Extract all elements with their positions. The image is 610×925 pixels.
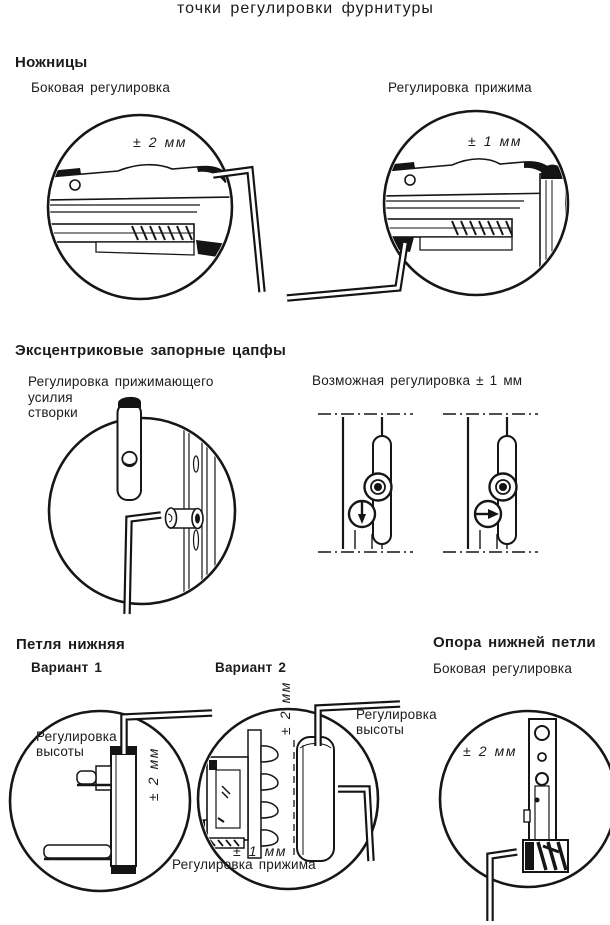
sash-force-label-line3: створки <box>28 405 78 420</box>
hinge-support-diagram <box>438 709 610 921</box>
allen-key-icon <box>286 242 409 302</box>
scissors-side-tolerance: ± 2 мм <box>133 134 188 150</box>
allen-key-icon <box>338 785 375 862</box>
v2-pressure-label: Регулировка прижима <box>172 857 316 872</box>
v1-height-label-line1: Регулировка <box>36 729 117 744</box>
scissors-heading: Ножницы <box>15 54 88 71</box>
scissors-pressure-diagram <box>286 109 570 302</box>
scissors-side-diagram <box>46 113 266 301</box>
sash-force-label-line2: усилия <box>28 390 73 405</box>
possible-adjustment-label: Возможная регулировка ± 1 мм <box>312 373 523 388</box>
v1-height-label-line2: высоты <box>36 744 85 759</box>
support-side-adjustment-label: Боковая регулировка <box>433 661 573 676</box>
v1-tolerance: ± 2 мм <box>144 747 161 802</box>
hinge-variant2-diagram <box>196 700 401 891</box>
cam-positions-diagram <box>318 413 538 553</box>
cam-adjustment-diagram <box>47 396 237 615</box>
allen-key-icon <box>212 165 266 293</box>
v2-pressure-tolerance: ± 1 мм <box>233 843 288 859</box>
sash-force-label-line1: Регулировка прижимающего <box>28 374 214 389</box>
allen-key-icon <box>123 511 162 615</box>
v2-vertical-tolerance: ± 2 мм <box>276 681 293 736</box>
scissors-pressure-adjustment-label: Регулировка прижима <box>388 80 532 95</box>
bottom-hinge-heading: Петля нижняя <box>16 636 126 653</box>
hinge-support-heading: Опора нижней петли <box>433 634 596 651</box>
hinge-variant1-diagram <box>8 709 213 893</box>
scissors-side-adjustment-label: Боковая регулировка <box>31 80 171 95</box>
scissors-pressure-tolerance: ± 1 мм <box>468 133 523 149</box>
variant2-label: Вариант 2 <box>215 660 287 675</box>
v2-height-label-line1: Регулировка <box>356 707 437 722</box>
allen-key-icon <box>314 700 401 746</box>
cams-heading: Эксцентриковые запорные цапфы <box>15 342 287 359</box>
page-title: точки регулировки фурнитуры <box>177 0 434 17</box>
v2-height-label-line2: высоты <box>356 722 405 737</box>
support-tolerance: ± 2 мм <box>463 743 518 759</box>
allen-key-icon <box>486 848 518 921</box>
allen-key-icon <box>120 709 213 754</box>
variant1-label: Вариант 1 <box>31 660 103 675</box>
